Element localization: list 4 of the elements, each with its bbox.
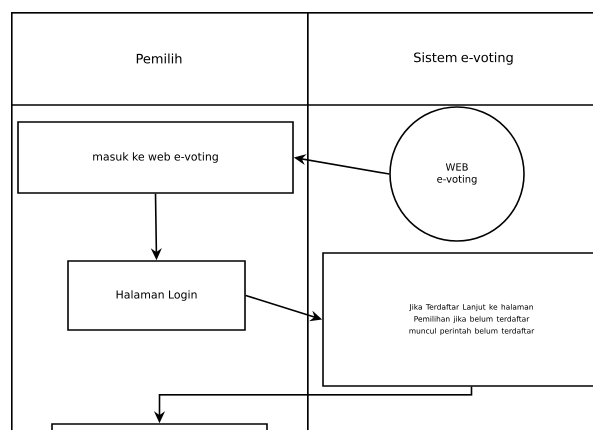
circle-node: WEB e-voting xyxy=(389,106,525,242)
process-box: Halaman Login xyxy=(67,260,246,331)
process-box xyxy=(51,423,268,430)
process-box: masuk ke web e-voting xyxy=(17,121,294,194)
